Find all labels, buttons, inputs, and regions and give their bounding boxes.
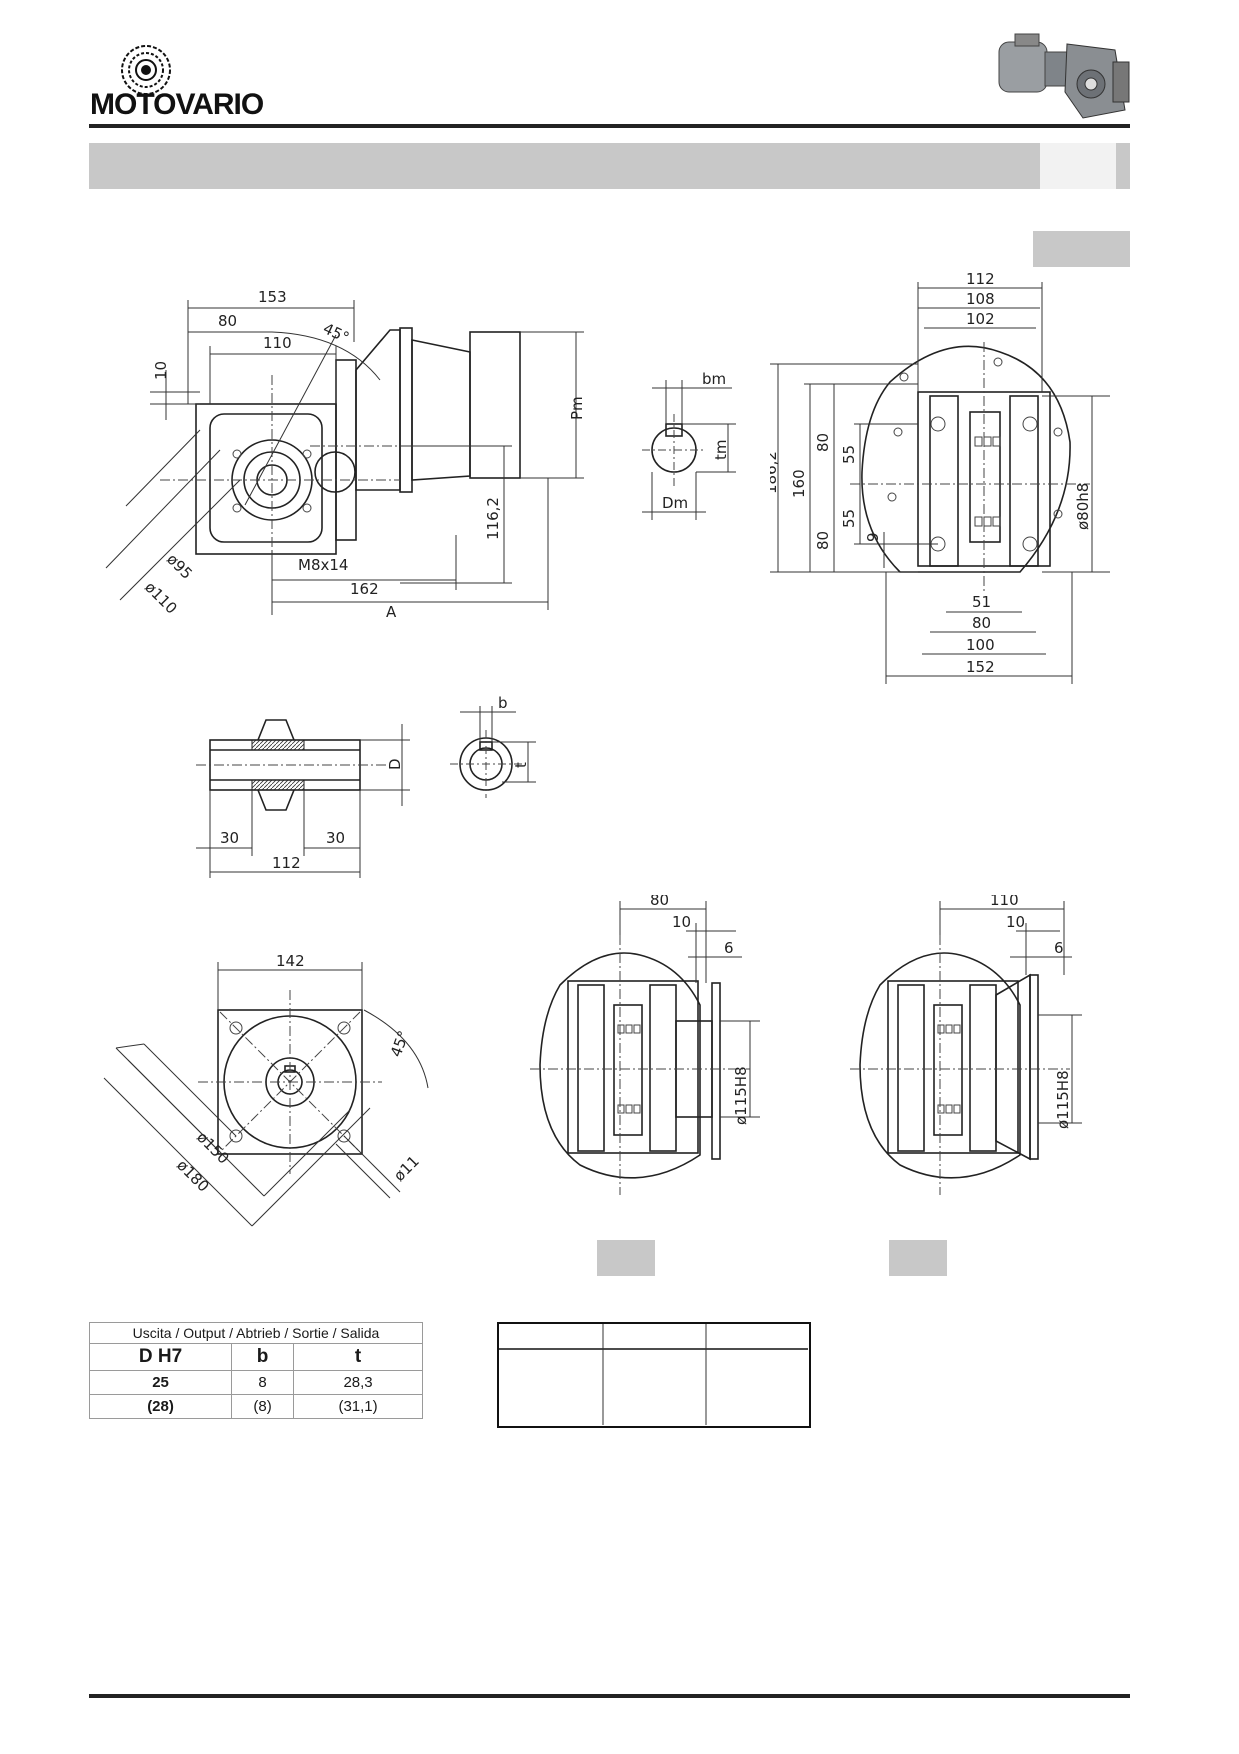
section-tab: [1033, 231, 1130, 267]
dim-bm: bm: [702, 370, 726, 388]
motor-shaft-key-drawing: bm tm Dm: [642, 370, 736, 520]
dim-9: 9: [864, 532, 882, 542]
table-row: 25 8 28,3: [88, 1370, 423, 1395]
table-cell: (31,1): [293, 1394, 423, 1419]
dim-112-shaft: 112: [272, 854, 301, 872]
dim-45-flange: 45°: [387, 1028, 413, 1059]
title-bar: [89, 143, 1125, 189]
dim-152: 152: [966, 658, 995, 676]
dim-dia110: ø110: [141, 578, 180, 617]
dim-10-flanged-2: 10: [1006, 913, 1025, 931]
blank-table: [497, 1322, 811, 1428]
output-table-header-t: t: [293, 1343, 423, 1371]
dim-80-upper: 80: [814, 433, 832, 452]
dim-dia95: ø95: [163, 550, 196, 583]
output-table-caption: Uscita / Output / Abtrieb / Sortie / Sal…: [89, 1322, 423, 1344]
dim-153: 153: [258, 288, 287, 306]
dim-186-2: 186,2: [770, 451, 780, 494]
title-bar-end: [1124, 143, 1130, 189]
dim-80: 80: [218, 312, 237, 330]
dim-m8x14: M8x14: [298, 556, 348, 574]
output-table-header-b: b: [231, 1343, 295, 1371]
main-side-view-drawing: 153 80 110 45° 10 ø95 ø110 M8x14 162 A 1…: [105, 288, 586, 621]
dim-D: D: [386, 758, 404, 770]
dim-dia115h8: ø115H8: [732, 1066, 750, 1125]
dim-108: 108: [966, 290, 995, 308]
brand-name: MOTOVARIO: [90, 88, 264, 121]
dim-80-flanged: 80: [650, 895, 669, 909]
table-cell: 28,3: [293, 1370, 423, 1395]
blank-table-grid: [499, 1324, 808, 1425]
gearmotor-image: [998, 33, 1130, 119]
dim-160: 160: [790, 469, 808, 498]
table-cell: 25: [88, 1370, 233, 1395]
dim-51: 51: [972, 593, 991, 611]
dim-6-flanged: 6: [724, 939, 734, 957]
flanged-view-2-tab: [889, 1240, 947, 1276]
table-cell: (8): [231, 1394, 295, 1419]
dim-dia150: ø150: [193, 1128, 232, 1167]
dim-b: b: [498, 694, 508, 712]
dim-10: 10: [152, 361, 170, 380]
dim-110-flanged: 110: [990, 895, 1019, 909]
dim-dia11: ø11: [390, 1152, 423, 1185]
dim-112-top: 112: [966, 272, 995, 288]
hollow-shaft-key-drawing: b t: [450, 694, 536, 798]
dim-55-lower: 55: [840, 509, 858, 528]
dim-102: 102: [966, 310, 995, 328]
dim-dia80h8: ø80h8: [1074, 483, 1092, 530]
hollow-shaft-section-drawing: D 30 30 112: [196, 719, 410, 878]
dim-142: 142: [276, 952, 305, 970]
output-shaft-table: Uscita / Output / Abtrieb / Sortie / Sal…: [88, 1322, 423, 1419]
dim-dia180: ø180: [173, 1156, 212, 1195]
dim-110: 110: [263, 334, 292, 352]
dim-tm: tm: [712, 440, 730, 461]
table-row: (28) (8) (31,1): [88, 1394, 423, 1419]
footer-rule: [89, 1694, 1130, 1698]
dim-6-flanged-2: 6: [1054, 939, 1064, 957]
dim-t: t: [512, 762, 530, 768]
dim-80-bottom: 80: [972, 614, 991, 632]
dim-30-right: 30: [326, 829, 345, 847]
front-view-drawing: 112 108 102 186,2 160 80 80 55 55 9 ø80h…: [770, 272, 1110, 684]
dim-30-left: 30: [220, 829, 239, 847]
dim-100: 100: [966, 636, 995, 654]
dim-162: 162: [350, 580, 379, 598]
dim-Dm: Dm: [662, 494, 688, 512]
dim-45-angle: 45°: [320, 319, 352, 347]
flange-view-drawing: 142 45° ø150 ø180 ø11: [103, 952, 429, 1227]
dim-10-flanged: 10: [672, 913, 691, 931]
flanged-view-1-tab: [597, 1240, 655, 1276]
header-rule: [89, 124, 1130, 128]
dim-116-2: 116,2: [484, 497, 502, 540]
dim-pm: Pm: [568, 396, 586, 420]
flanged-view-drawing-2: 110 10 6 ø115H8: [850, 895, 1082, 1195]
motovario-logo-icon: [121, 45, 171, 95]
dim-80-lower: 80: [814, 531, 832, 550]
output-table-header-dh7: D H7: [88, 1343, 233, 1371]
table-cell: (28): [88, 1394, 233, 1419]
table-cell: 8: [231, 1370, 295, 1395]
dim-55-upper: 55: [840, 445, 858, 464]
title-box: [1034, 143, 1122, 189]
dim-dia115h8-2: ø115H8: [1054, 1070, 1072, 1129]
dim-A: A: [386, 603, 397, 621]
flanged-view-drawing-1: 80 10 6 ø115H8: [530, 895, 760, 1195]
